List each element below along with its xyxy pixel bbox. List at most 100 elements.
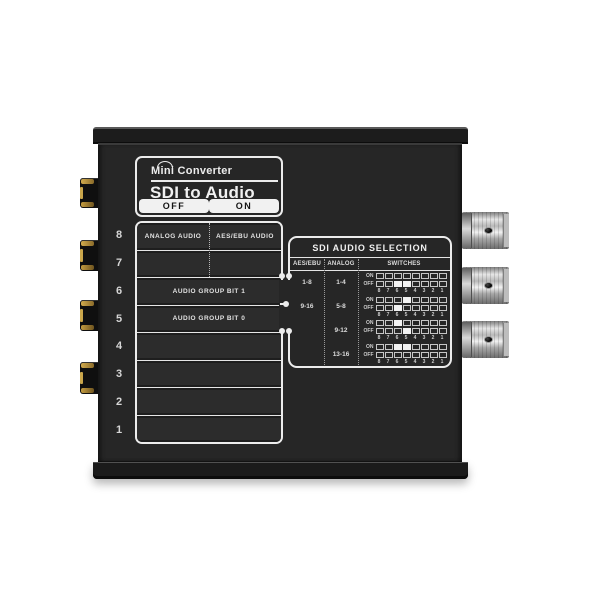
dip-number: 4 [413,287,417,294]
bnc-bayonet-stud [484,227,493,234]
jack-gold-tip [80,371,83,385]
dip-switch-square [375,328,384,335]
bnc-end-cap [503,269,509,302]
dip-switch-square [411,272,420,279]
dip-switch-square [438,328,447,335]
dip-on-label: ON [366,320,374,327]
dip-switch-square [384,344,393,351]
leader-dot [279,328,285,334]
legend-row: AUDIO GROUP BIT 1 [137,278,281,306]
chassis-top-edge [93,127,468,144]
dip-switch-square [411,296,420,303]
dip-number: 1 [440,311,444,318]
dip-switch-square [384,352,393,359]
dip-number: 5 [404,359,408,366]
switch-number-label: 1 [115,424,123,437]
bnc-connector [462,267,509,304]
dip-switch-square [411,280,420,287]
dip-switch-square [438,352,447,359]
dip-switch-square [375,352,384,359]
dip-switch-square [438,296,447,303]
audio-jack-connector [80,362,100,394]
bnc-end-cap [503,323,509,356]
switch-number-label: 4 [115,340,123,353]
audio-jack-connector [80,300,100,331]
dip-on-label: ON [366,272,374,279]
leader-dot [286,328,292,334]
dip-switch-square [402,280,411,287]
dip-on-row: ON [362,296,447,304]
dip-number: 3 [422,311,426,318]
dip-switch-square [411,352,420,359]
dip-switch-square [375,320,384,327]
column-header-analog: ANALOG [327,261,355,267]
analog-range: 1-4 [336,279,346,287]
legend-row [137,360,281,388]
dip-switch-square [420,296,429,303]
dip-switch-square [420,280,429,287]
dip-on-label: ON [366,296,374,303]
dip-switch-square [438,280,447,287]
dip-switch-square [411,320,420,327]
dip-switch-square [429,320,438,327]
dip-switch-square [384,304,393,311]
jack-gold-accent [81,179,94,184]
bnc-end-cap [503,214,509,247]
dip-switch-square [438,320,447,327]
dip-switch-square [402,320,411,327]
dip-switch-square [438,272,447,279]
dip-number: 6 [395,359,399,366]
dip-number: 2 [431,359,435,366]
dip-on-row: ON [362,319,447,327]
dip-switch-square [393,296,402,303]
dip-switch-square [438,304,447,311]
jack-gold-accent [81,241,94,246]
column-header-switches: SWITCHES [387,261,421,267]
dip-switch-square [384,328,393,335]
dip-switch-square [384,272,393,279]
dip-off-row: OFF [362,351,447,359]
selection-column-divider [358,259,359,365]
dip-switch-square [393,328,402,335]
dip-off-label: OFF [363,352,374,359]
dip-switch-square [438,344,447,351]
legend-off-cell: ANALOG AUDIO [144,232,202,240]
dip-number: 3 [422,359,426,366]
dip-switch-square [384,320,393,327]
bnc-bayonet-stud [484,282,493,289]
leader-dot [279,273,285,279]
jack-gold-accent [81,202,94,207]
dip-number: 4 [413,359,417,366]
dip-switch-square [375,296,384,303]
legend-row [137,333,281,361]
dip-switch-square [393,344,402,351]
jack-gold-tip [80,187,83,199]
dip-number: 5 [404,287,408,294]
dip-switch-square [393,280,402,287]
dip-off-row: OFF [362,304,447,312]
dip-number: 7 [386,335,390,342]
selection-column-headers: AES/EBU ANALOG SWITCHES [290,258,450,271]
dip-number: 1 [440,359,444,366]
legend-row [137,388,281,416]
dip-switch-square [411,304,420,311]
dip-switch-square [393,320,402,327]
dip-number: 1 [440,335,444,342]
bnc-flange [462,268,472,303]
dip-off-row: OFF [362,280,447,288]
jack-gold-accent [81,301,94,306]
switch-number-label: 5 [115,312,123,325]
